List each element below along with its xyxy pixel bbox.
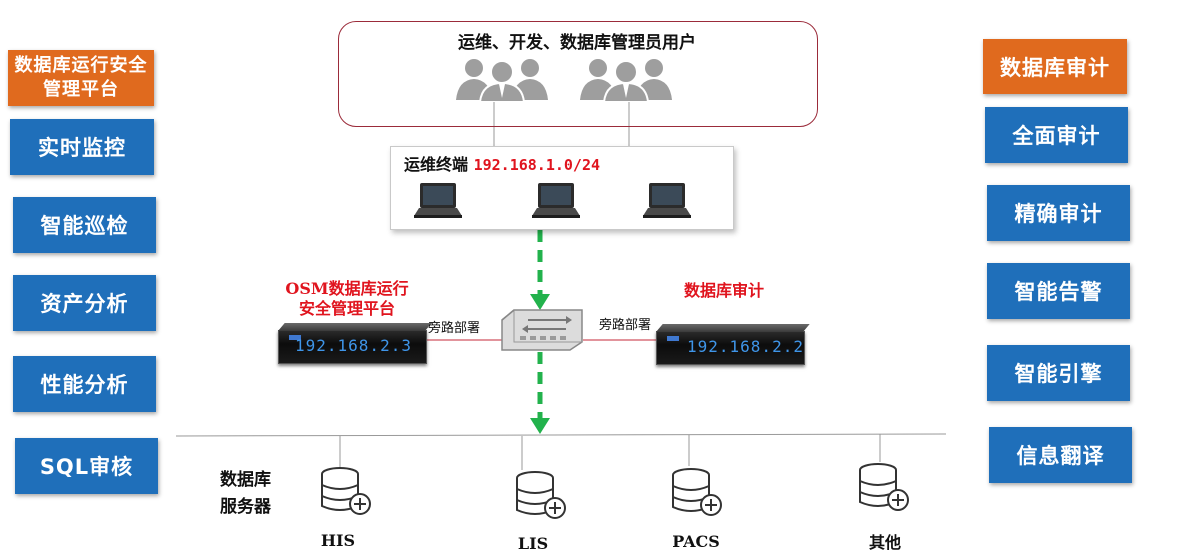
db-server-lis: LIS (517, 534, 549, 553)
left-item-label: SQL审核 (39, 455, 134, 479)
terminal-label: 运维终端 192.168.1.0/24 (404, 151, 600, 175)
right-item-smart-alert: 智能告警 (987, 263, 1130, 319)
audit-server: 192.168.2.2 (656, 324, 810, 365)
right-panel-title-text: 数据库审计 (1000, 55, 1110, 80)
db-server-his: HIS (320, 531, 356, 550)
left-item-label: 资产分析 (40, 292, 129, 316)
audit-label: 数据库审计 (683, 281, 764, 300)
laptop-icon (532, 183, 580, 218)
database-icon (859, 463, 909, 511)
right-item-smart-engine: 智能引擎 (987, 345, 1130, 401)
left-item-label: 性能分析 (40, 373, 129, 397)
database-icon (672, 468, 722, 516)
right-item-label: 全面审计 (1012, 124, 1101, 148)
osm-label-line2: 安全管理平台 (298, 299, 395, 318)
right-item-label: 智能告警 (1014, 280, 1103, 304)
audit-server-ip: 192.168.2.2 (687, 337, 804, 356)
right-item-label: 信息翻译 (1016, 444, 1105, 468)
right-item-full-audit: 全面审计 (985, 107, 1128, 163)
database-icon (516, 471, 566, 519)
osm-label-line1: OSM数据库运行 (285, 279, 409, 298)
user-group-icon (580, 59, 672, 102)
right-item-info-translation: 信息翻译 (989, 427, 1132, 483)
left-item-realtime-monitor: 实时监控 (10, 119, 154, 175)
audit-bypass-label: 旁路部署 (599, 318, 652, 333)
left-item-sql-review: SQL审核 (15, 438, 158, 494)
right-item-label: 精确审计 (1014, 202, 1103, 226)
laptop-icon (643, 183, 691, 218)
db-server-other: 其他 (868, 533, 901, 552)
left-item-smart-inspection: 智能巡检 (13, 197, 156, 253)
left-panel-title-text: 数据库运行安全管理平台 (14, 55, 148, 100)
left-item-performance-analysis: 性能分析 (13, 356, 156, 412)
left-item-label: 智能巡检 (40, 214, 129, 238)
switch-icon (501, 309, 583, 351)
left-item-label: 实时监控 (38, 136, 126, 160)
terminal-label-text: 运维终端 (404, 155, 469, 174)
db-servers-label: 数据库 服务器 (220, 467, 271, 521)
left-item-asset-analysis: 资产分析 (13, 275, 156, 331)
users-frame (338, 21, 818, 127)
left-panel-title: 数据库运行安全管理平台 (8, 50, 154, 106)
osm-server-ip: 192.168.2.3 (295, 336, 412, 355)
user-group-icon (456, 59, 548, 102)
laptop-icon (414, 183, 462, 218)
osm-label: OSM数据库运行 安全管理平台 (272, 279, 422, 319)
osm-server: 192.168.2.3 (278, 323, 432, 364)
database-icon (321, 467, 371, 515)
right-item-precise-audit: 精确审计 (987, 185, 1130, 241)
right-item-label: 智能引擎 (1014, 362, 1103, 386)
right-panel-title: 数据库审计 (983, 39, 1127, 94)
users-title: 运维、开发、数据库管理员用户 (458, 33, 696, 53)
db-servers-label-line1: 数据库 (220, 470, 271, 490)
terminal-ip: 192.168.1.0/24 (473, 156, 601, 174)
osm-bypass-label: 旁路部署 (428, 321, 481, 336)
db-servers-label-line2: 服务器 (220, 497, 271, 517)
db-server-pacs: PACS (672, 532, 720, 551)
